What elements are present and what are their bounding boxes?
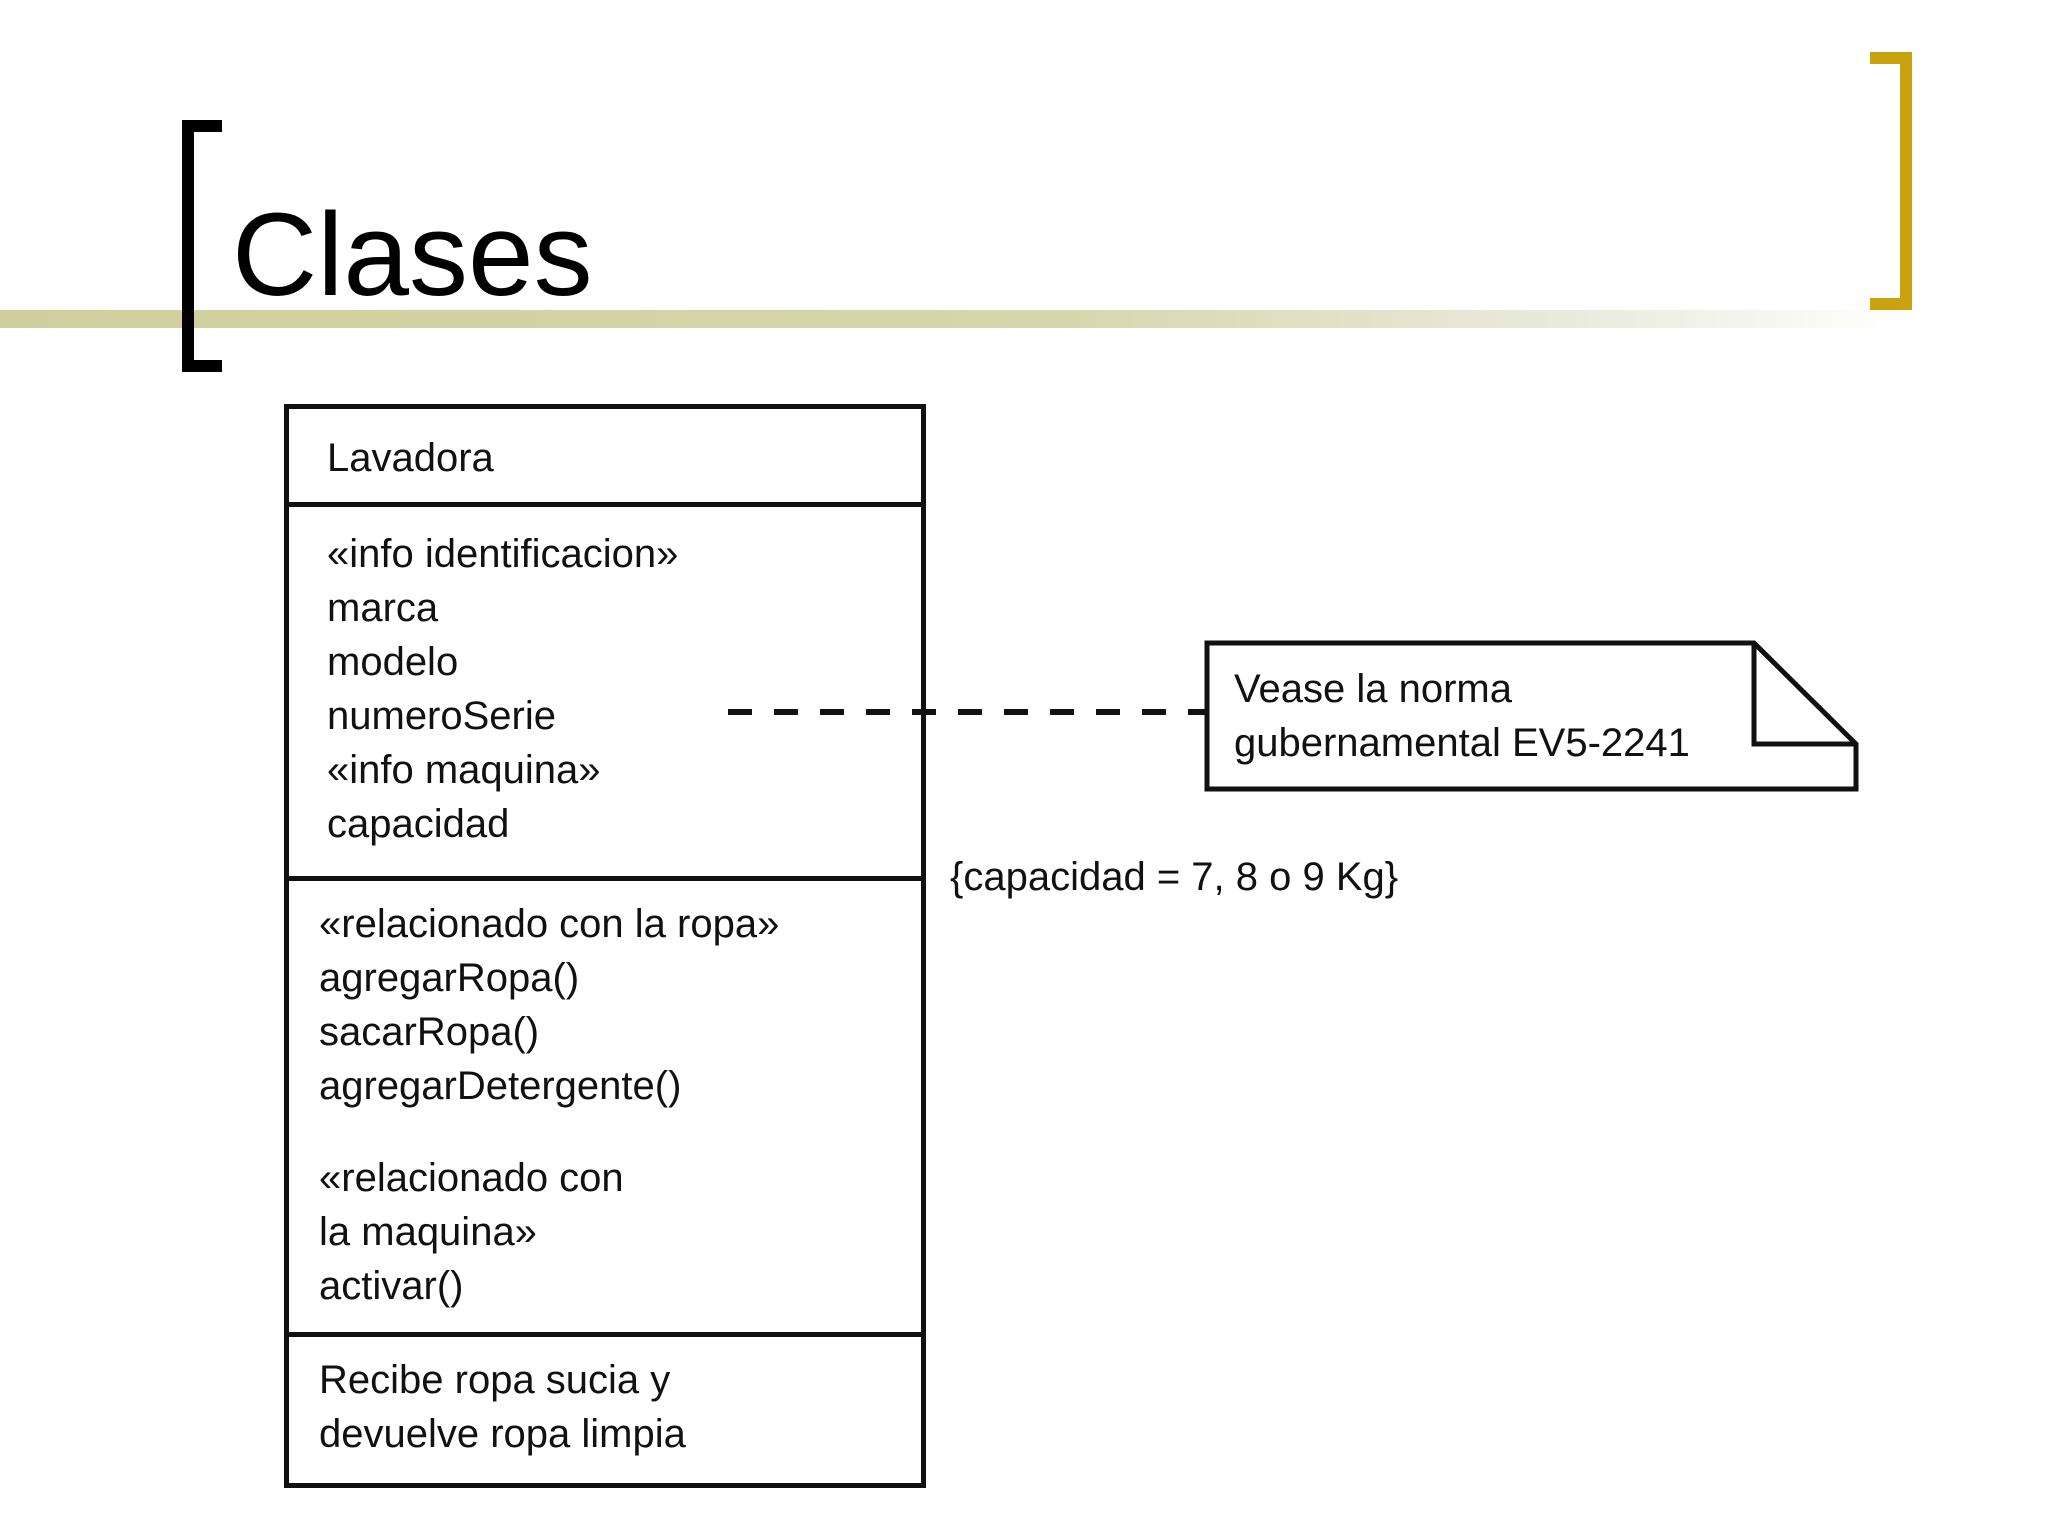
attribute-capacidad: capacidad [327,802,510,846]
responsibility-line-1: Recibe ropa sucia y [319,1358,671,1402]
operation-activar: activar() [319,1264,464,1308]
slide-title: Clases [232,189,593,321]
attribute-modelo: modelo [327,640,459,684]
left-bracket-decoration [182,120,222,372]
note-line-1: Vease la norma [1234,667,1512,711]
attributes-compartment: «info identificacion» marca modelo numer… [289,507,921,881]
capacity-constraint: {capacidad = 7, 8 o 9 Kg} [950,855,1399,899]
operation-agregar-ropa: agregarRopa() [319,956,580,1000]
class-name-compartment: Lavadora [289,409,921,507]
responsibilities-compartment: Recibe ropa sucia y devuelve ropa limpia [289,1337,921,1488]
operation-agregar-detergente: agregarDetergente() [319,1064,682,1108]
operation-group-gap [319,1113,779,1151]
operation-stereotype-maquina-2: la maquina» [319,1210,537,1254]
uml-class-lavadora: Lavadora «info identificacion» marca mod… [284,404,926,1488]
class-name: Lavadora [327,436,494,480]
attribute-stereotype-maquina: «info maquina» [327,748,601,792]
note-folded-corner-shape [1204,640,1859,792]
responsibility-line-2: devuelve ropa limpia [319,1412,686,1456]
operation-stereotype-maquina-1: «relacionado con [319,1156,624,1200]
attribute-stereotype-identificacion: «info identificacion» [327,532,679,576]
attribute-numero-serie: numeroSerie [327,694,557,738]
operation-stereotype-ropa: «relacionado con la ropa» [319,902,780,946]
note-line-2: gubernamental EV5-2241 [1234,721,1690,765]
operation-sacar-ropa: sacarRopa() [319,1010,540,1054]
right-bracket-decoration [1870,52,1912,310]
uml-note: Vease la norma gubernamental EV5-2241 [1204,640,1860,792]
title-rule [0,310,1900,328]
note-anchor-dashed-line [728,709,1210,715]
operations-compartment: «relacionado con la ropa» agregarRopa() … [289,881,921,1337]
attribute-marca: marca [327,586,439,630]
